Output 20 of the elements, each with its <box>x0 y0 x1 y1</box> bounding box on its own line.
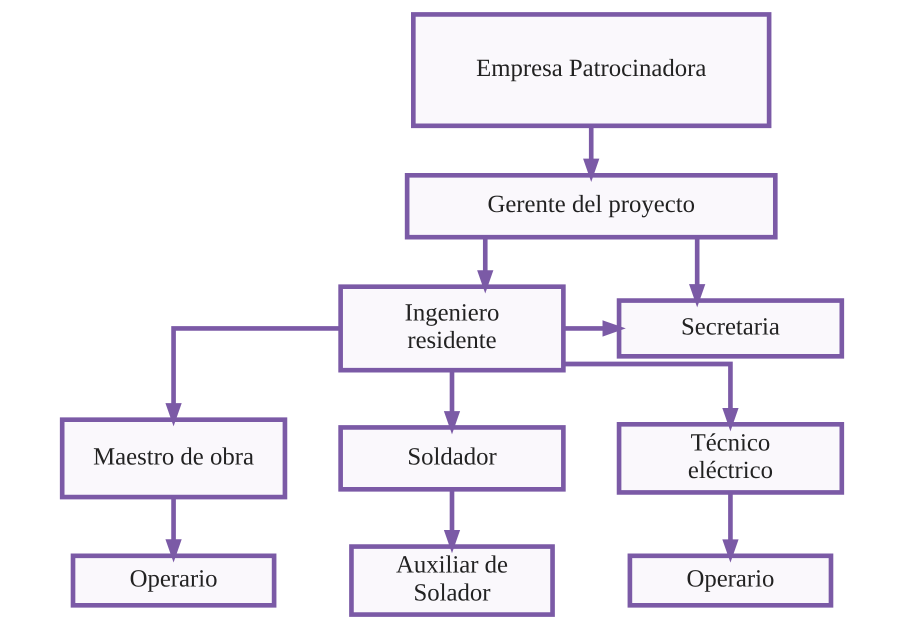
arrow <box>477 238 494 294</box>
node-box: Gerente del proyecto <box>404 172 778 240</box>
node-box: Técnico eléctrico <box>616 422 844 495</box>
node-box: Ingeniero residente <box>338 284 566 372</box>
arrow <box>165 498 182 563</box>
arrow <box>564 320 626 337</box>
node-box: Secretaria <box>616 298 844 359</box>
arrow <box>583 126 600 182</box>
arrow <box>444 490 460 554</box>
node-box: Empresa Patrocinadora <box>411 12 772 128</box>
node-box: Maestro de obra <box>60 417 288 500</box>
arrow <box>722 492 739 563</box>
arrow <box>444 370 460 434</box>
node-box: Auxiliar de Solador <box>349 544 555 617</box>
node-box: Operario <box>70 554 276 608</box>
arrow <box>564 362 739 432</box>
arrow <box>689 238 706 308</box>
node-box: Soldador <box>338 425 566 492</box>
node-box: Operario <box>628 554 834 608</box>
arrow <box>165 326 340 426</box>
